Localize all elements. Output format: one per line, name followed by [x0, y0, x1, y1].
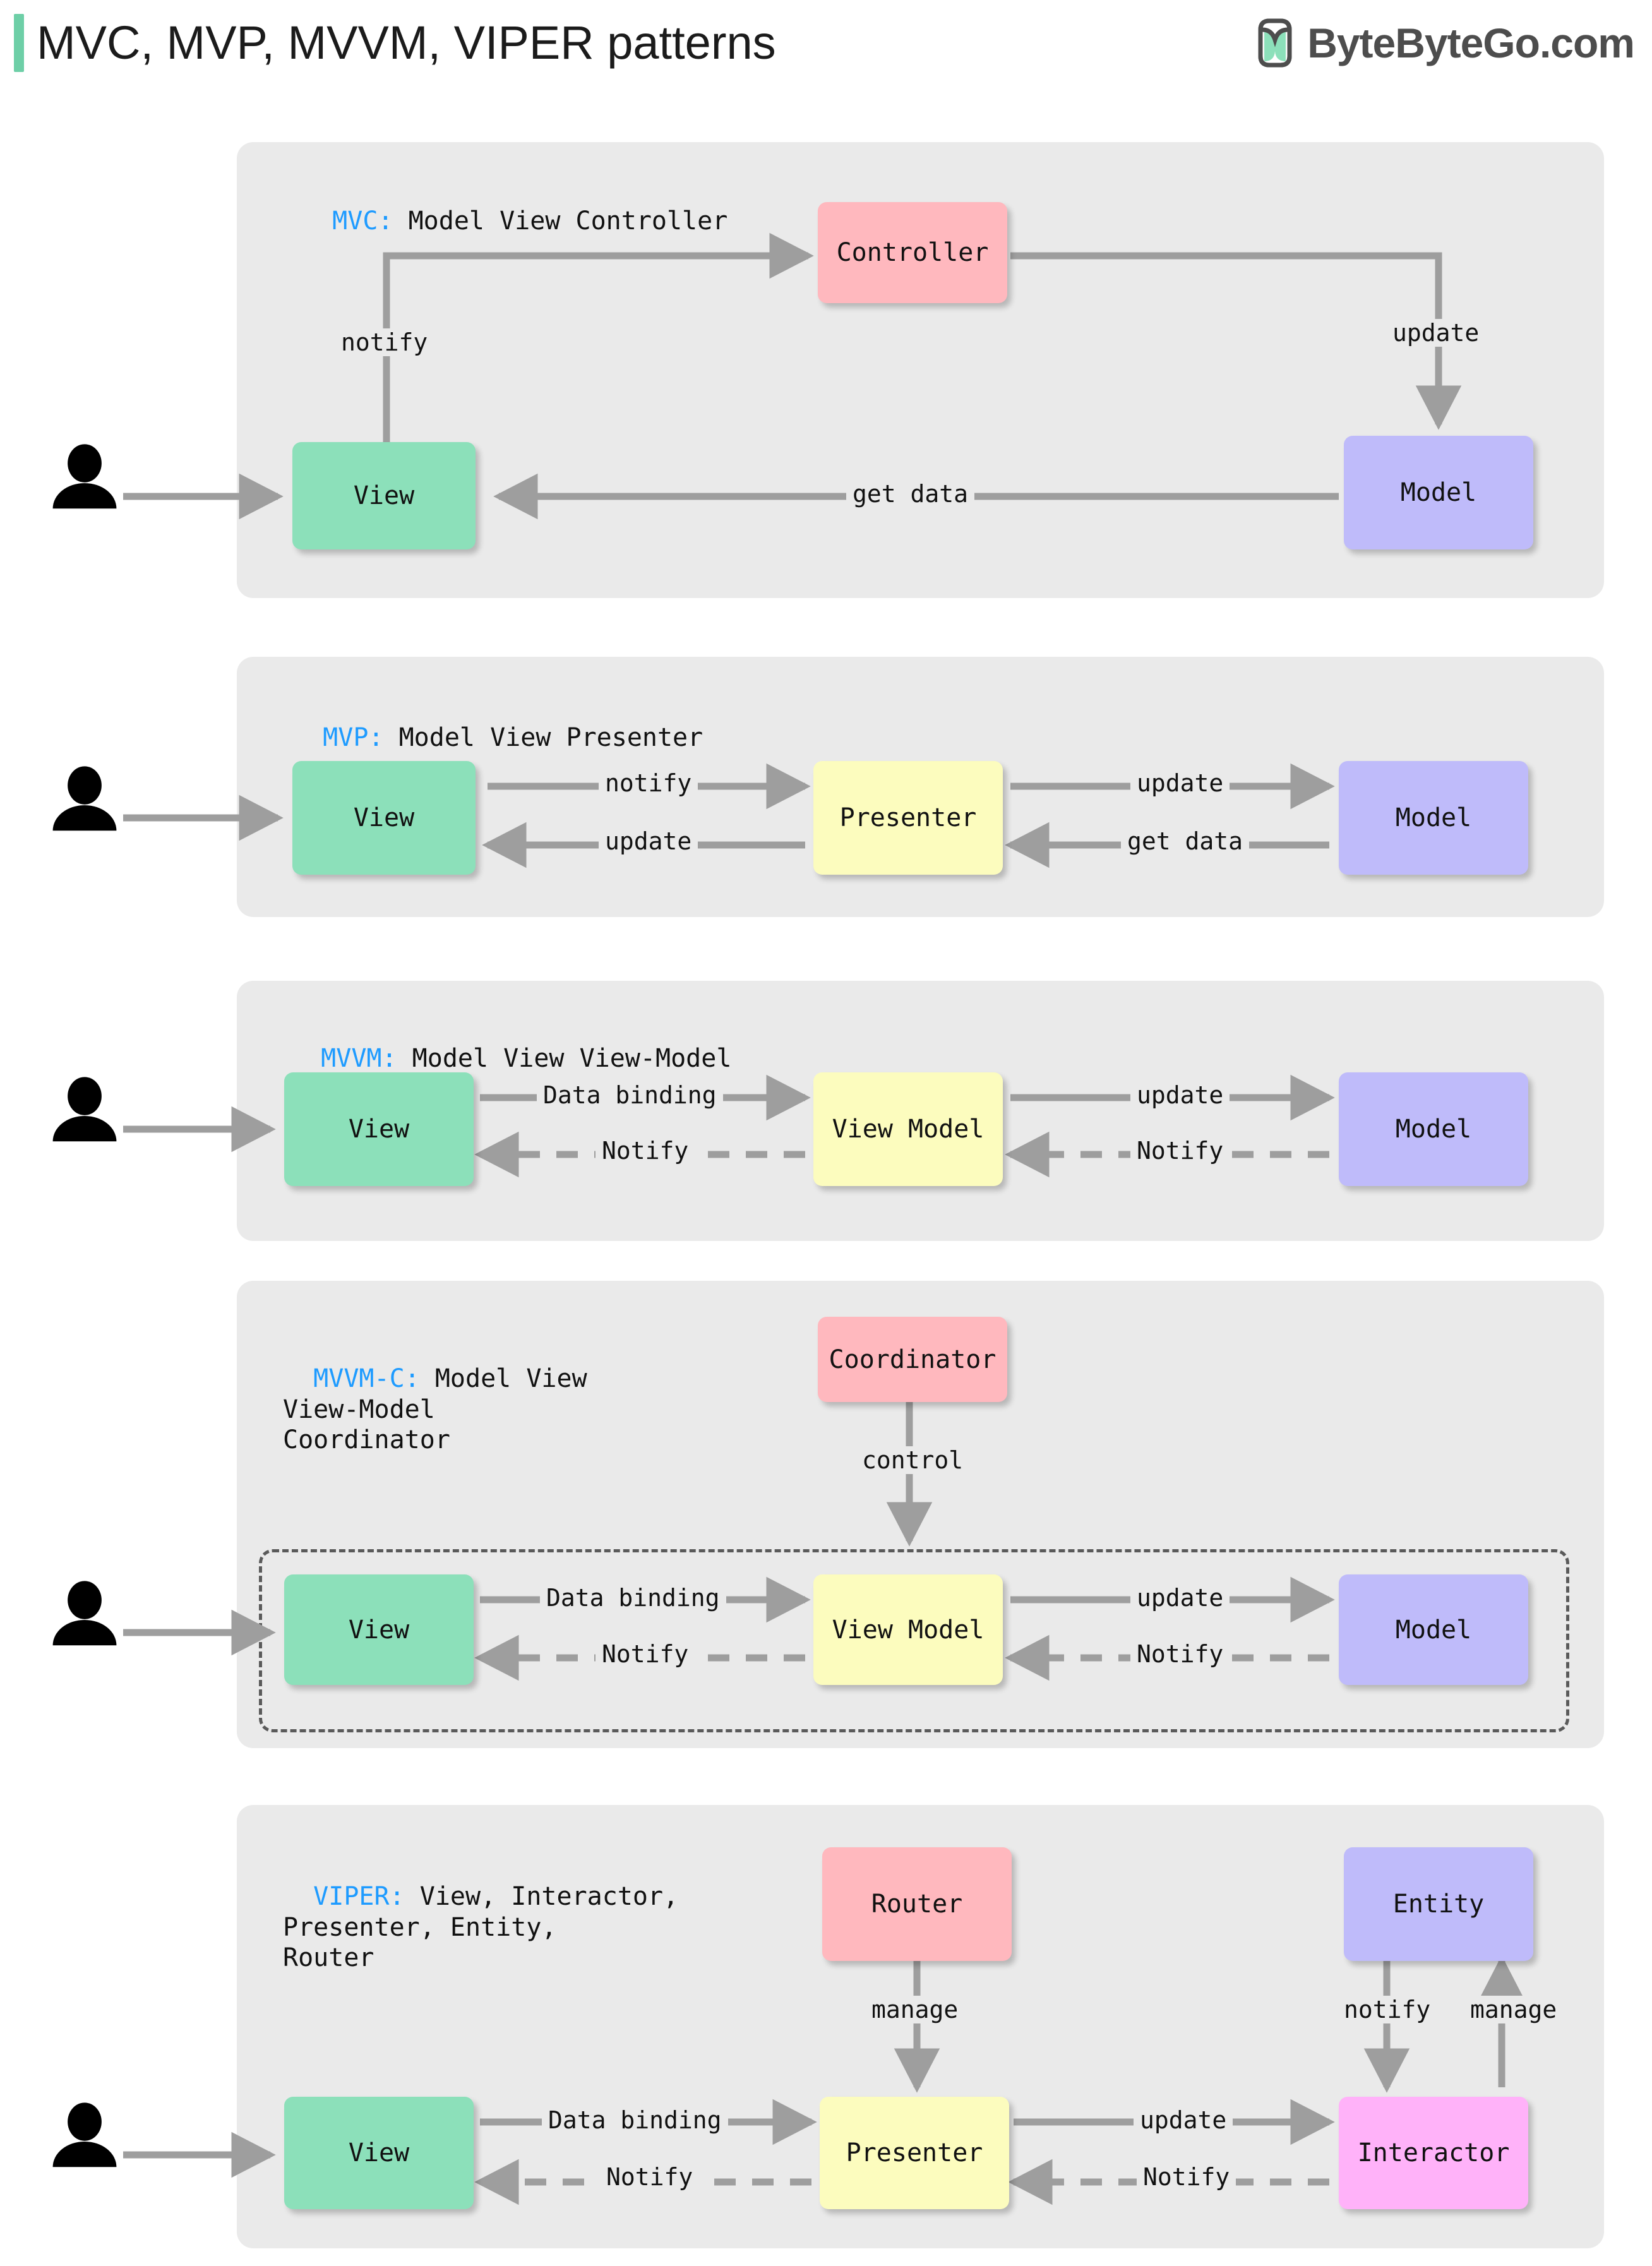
- edge-label-mvvmc-notify-vm: Notify: [596, 1640, 695, 1668]
- section-name-viper: View, Interactor, Presenter, Entity, Rou…: [283, 1881, 679, 1973]
- page-title: MVC, MVP, MVVM, VIPER patterns: [37, 16, 776, 69]
- edge-label-viper-notify-pres: Notify: [600, 2163, 700, 2191]
- edge-label-viper-databinding: Data binding: [542, 2106, 728, 2134]
- edge-label-mvp-notify: notify: [599, 769, 698, 797]
- edge-label-viper-manage-router: manage: [865, 1996, 965, 2023]
- edge-label-mvvm-notify-vm: Notify: [596, 1137, 695, 1165]
- brand-name: ByteByteGo.com: [1307, 20, 1635, 66]
- section-key-mvvmc: MVVM-C:: [313, 1364, 420, 1393]
- section-title-mvc: MVC: Model View Controller: [302, 175, 727, 237]
- section-name-mvvm: Model View View-Model: [397, 1043, 732, 1073]
- edge-label-mvvmc-update: update: [1130, 1584, 1230, 1612]
- edge-label-mvvmc-databinding: Data binding: [540, 1584, 726, 1612]
- edge-label-mvc-getdata: get data: [846, 480, 975, 508]
- node-model-mvc[interactable]: Model: [1344, 436, 1533, 549]
- section-name-mvp: Model View Presenter: [383, 722, 703, 752]
- section-title-mvp: MVP: Model View Presenter: [292, 692, 703, 753]
- user-actor-icon-viper: [52, 2102, 117, 2167]
- brand-logo: ByteByteGo.com: [1252, 13, 1635, 73]
- edge-label-mvc-update: update: [1386, 319, 1486, 347]
- section-title-mvvm: MVVM: Model View View-Model: [290, 1012, 731, 1074]
- section-title-mvvmc: MVVM-C: Model View View-Model Coordinato…: [283, 1333, 599, 1456]
- node-presenter-mvp[interactable]: Presenter: [813, 761, 1003, 875]
- section-key-viper: VIPER:: [313, 1881, 405, 1911]
- section-name-mvc: Model View Controller: [393, 206, 728, 236]
- node-controller-mvc[interactable]: Controller: [818, 202, 1007, 303]
- user-actor-icon-mvc: [52, 444, 117, 509]
- node-model-mvp[interactable]: Model: [1339, 761, 1528, 875]
- section-key-mvc: MVC:: [332, 206, 393, 236]
- node-model-mvvm[interactable]: Model: [1339, 1072, 1528, 1186]
- node-viewmodel-mvvmc[interactable]: View Model: [813, 1574, 1003, 1685]
- user-actor-icon-mvvm: [52, 1077, 117, 1142]
- edge-label-viper-manage-entity: manage: [1464, 1996, 1564, 2023]
- edge-label-mvp-getdata: get data: [1121, 827, 1250, 855]
- edge-label-mvvm-notify-model: Notify: [1130, 1137, 1230, 1165]
- node-viewmodel-mvvm[interactable]: View Model: [813, 1072, 1003, 1186]
- edge-label-mvp-update: update: [1130, 769, 1230, 797]
- section-key-mvvm: MVVM:: [321, 1043, 397, 1073]
- edge-label-mvvmc-control: control: [856, 1446, 970, 1474]
- section-key-mvp: MVP:: [323, 722, 384, 752]
- node-view-mvvmc[interactable]: View: [284, 1574, 474, 1685]
- edge-label-mvvm-update: update: [1130, 1081, 1230, 1109]
- node-interactor-viper[interactable]: Interactor: [1339, 2097, 1528, 2209]
- edge-label-viper-notify-entity: notify: [1338, 1996, 1437, 2023]
- edge-label-mvvmc-notify-model: Notify: [1130, 1640, 1230, 1668]
- node-entity-viper[interactable]: Entity: [1344, 1847, 1533, 1961]
- page-header: MVC, MVP, MVVM, VIPER patterns ByteByteG…: [0, 0, 1652, 95]
- title-accent-bar: [14, 14, 24, 72]
- node-router-viper[interactable]: Router: [822, 1847, 1012, 1961]
- node-presenter-viper[interactable]: Presenter: [820, 2097, 1009, 2209]
- node-view-viper[interactable]: View: [284, 2097, 474, 2209]
- node-view-mvvm[interactable]: View: [284, 1072, 474, 1186]
- node-view-mvc[interactable]: View: [292, 442, 476, 549]
- bytebytego-logo-icon: [1258, 18, 1292, 68]
- user-actor-icon-mvp: [52, 766, 117, 831]
- node-view-mvp[interactable]: View: [292, 761, 476, 875]
- node-coordinator-mvvmc[interactable]: Coordinator: [818, 1317, 1007, 1402]
- section-name-mvvmc: Model View View-Model Coordinator: [283, 1364, 587, 1455]
- edge-label-mvp-update-back: update: [599, 827, 698, 855]
- node-model-mvvmc[interactable]: Model: [1339, 1574, 1528, 1685]
- edge-label-mvc-notify: notify: [335, 328, 434, 356]
- edge-label-viper-notify-inter: Notify: [1137, 2163, 1236, 2191]
- edge-label-viper-update: update: [1134, 2106, 1233, 2134]
- user-actor-icon-mvvmc: [52, 1581, 117, 1646]
- edge-label-mvvm-databinding: Data binding: [537, 1081, 723, 1109]
- section-title-viper: VIPER: View, Interactor, Presenter, Enti…: [283, 1850, 678, 1974]
